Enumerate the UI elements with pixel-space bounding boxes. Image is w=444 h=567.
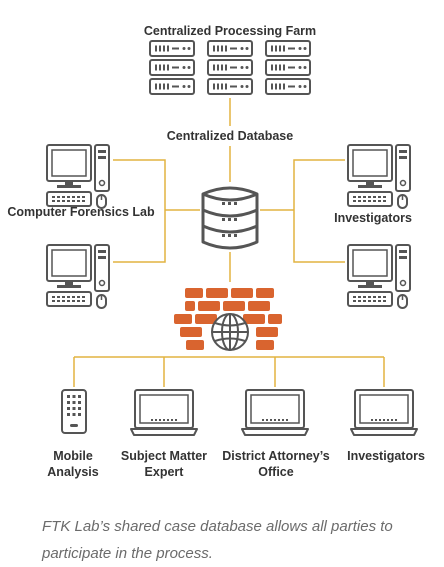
- connector-lines: [73, 98, 385, 387]
- laptop-icon: [350, 389, 418, 436]
- database-title: Centralized Database: [166, 129, 294, 143]
- subject-matter-expert-label: Subject Matter Expert: [120, 449, 208, 479]
- server-icon: [266, 41, 310, 94]
- firewall-icon: [174, 288, 282, 350]
- database-icon: [201, 186, 259, 250]
- mobile-phone-icon: [61, 389, 87, 434]
- laptop-icon: [241, 389, 309, 436]
- desktop-computer-icon: [347, 244, 411, 309]
- investigators-bottom-label: Investigators: [347, 449, 425, 463]
- laptop-icon: [130, 389, 198, 436]
- investigators-right-label: Investigators: [334, 211, 412, 225]
- desktop-computer-icon: [46, 244, 110, 309]
- desktop-computer-icon: [347, 144, 411, 209]
- processing-farm: [150, 41, 310, 94]
- globe-icon: [211, 313, 249, 351]
- server-icon: [150, 41, 194, 94]
- forensics-lab-label: Computer Forensics Lab: [7, 205, 155, 219]
- figure-caption: FTK Lab’s shared case database allows al…: [42, 518, 393, 562]
- server-icon: [208, 41, 252, 94]
- farm-title: Centralized Processing Farm: [143, 24, 317, 38]
- mobile-analysis-label: Mobile Analysis: [47, 449, 99, 479]
- district-attorney-label: District Attorney’s Office: [222, 449, 330, 479]
- desktop-computer-icon: [46, 144, 110, 209]
